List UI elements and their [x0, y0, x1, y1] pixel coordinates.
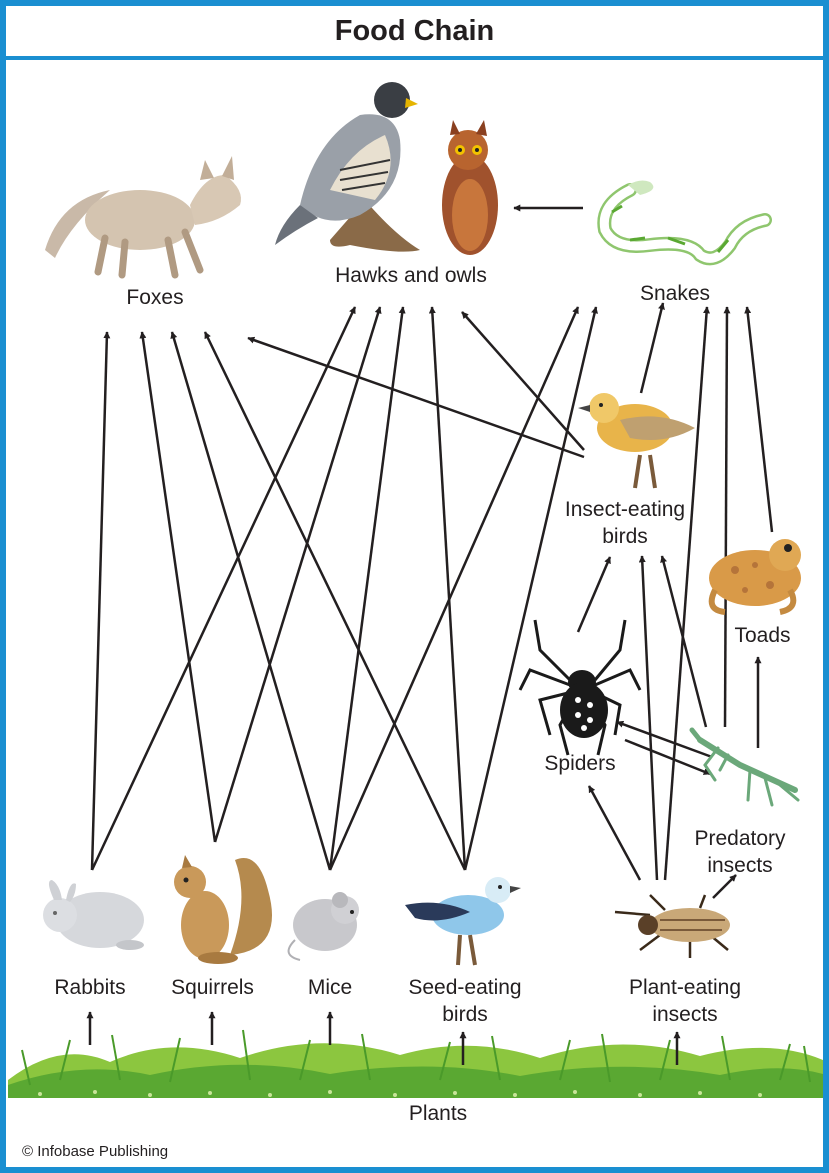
label-hawks-owls: Hawks and owls: [306, 262, 516, 289]
label-snakes: Snakes: [625, 280, 725, 307]
title-bar: Food Chain: [6, 6, 823, 56]
label-squirrels: Squirrels: [155, 974, 270, 1001]
label-toads: Toads: [715, 622, 810, 649]
copyright-text: © Infobase Publishing: [22, 1143, 168, 1160]
label-plants: Plants: [388, 1100, 488, 1127]
label-foxes: Foxes: [105, 284, 205, 311]
label-rabbits: Rabbits: [40, 974, 140, 1001]
label-mice: Mice: [290, 974, 370, 1001]
label-spiders: Spiders: [530, 750, 630, 777]
page-title: Food Chain: [335, 15, 494, 48]
